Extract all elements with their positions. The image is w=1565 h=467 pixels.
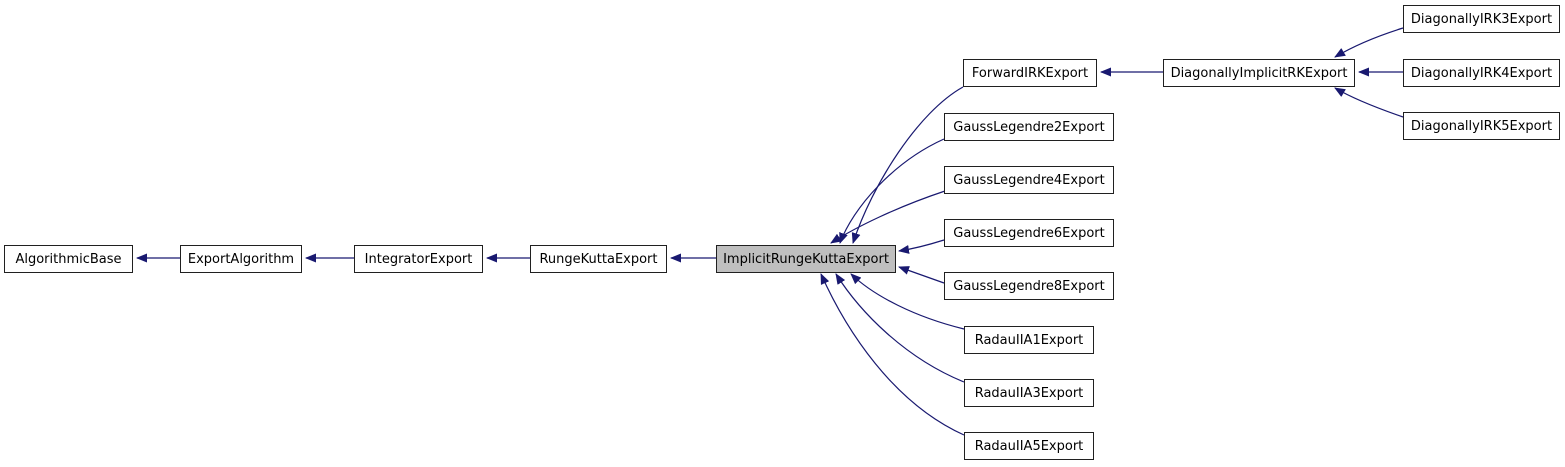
edge-forwardirkexport-to-implicitrungekuttaexport	[851, 86, 964, 244]
class-node-radauiia1export[interactable]: RadauIIA1Export	[964, 326, 1094, 354]
class-node-radauiia5export[interactable]: RadauIIA5Export	[964, 432, 1094, 460]
class-node-exportalgorithm[interactable]: ExportAlgorithm	[180, 245, 302, 273]
class-node-radauiia3export[interactable]: RadauIIA3Export	[964, 379, 1094, 407]
class-node-gausslegendre6export[interactable]: GaussLegendre6Export	[944, 219, 1114, 247]
class-node-diagonallyimplicitrkexport[interactable]: DiagonallyImplicitRKExport	[1163, 59, 1355, 87]
edge-gausslegendre8export-to-implicitrungekuttaexport	[898, 266, 945, 284]
class-node-diagonallyirk5export[interactable]: DiagonallyIRK5Export	[1403, 112, 1560, 140]
class-node-algorithmicbase[interactable]: AlgorithmicBase	[4, 245, 133, 273]
class-node-diagonallyirk4export[interactable]: DiagonallyIRK4Export	[1403, 59, 1560, 87]
edge-radauiia5export-to-implicitrungekuttaexport	[820, 273, 965, 436]
class-node-implicitrungekuttaexport[interactable]: ImplicitRungeKuttaExport	[716, 245, 896, 273]
class-node-gausslegendre4export[interactable]: GaussLegendre4Export	[944, 166, 1114, 194]
edge-gausslegendre6export-to-implicitrungekuttaexport	[898, 239, 945, 254]
class-node-rungekuttaexport[interactable]: RungeKuttaExport	[530, 245, 667, 273]
edge-diagonallyirk5export-to-diagonallyimplicitrkexport	[1334, 87, 1404, 118]
class-node-gausslegendre2export[interactable]: GaussLegendre2Export	[944, 113, 1114, 141]
class-node-integratorexport[interactable]: IntegratorExport	[354, 245, 483, 273]
edge-diagonallyirk3export-to-diagonallyimplicitrkexport	[1334, 27, 1404, 58]
edge-radauiia1export-to-implicitrungekuttaexport	[850, 273, 965, 330]
class-node-diagonallyirk3export[interactable]: DiagonallyIRK3Export	[1403, 5, 1560, 33]
edge-radauiia3export-to-implicitrungekuttaexport	[835, 273, 965, 383]
edge-gausslegendre4export-to-implicitrungekuttaexport	[830, 190, 946, 244]
class-node-forwardirkexport[interactable]: ForwardIRKExport	[963, 59, 1097, 87]
edge-gausslegendre2export-to-implicitrungekuttaexport	[839, 138, 945, 244]
class-node-gausslegendre8export[interactable]: GaussLegendre8Export	[944, 272, 1114, 300]
